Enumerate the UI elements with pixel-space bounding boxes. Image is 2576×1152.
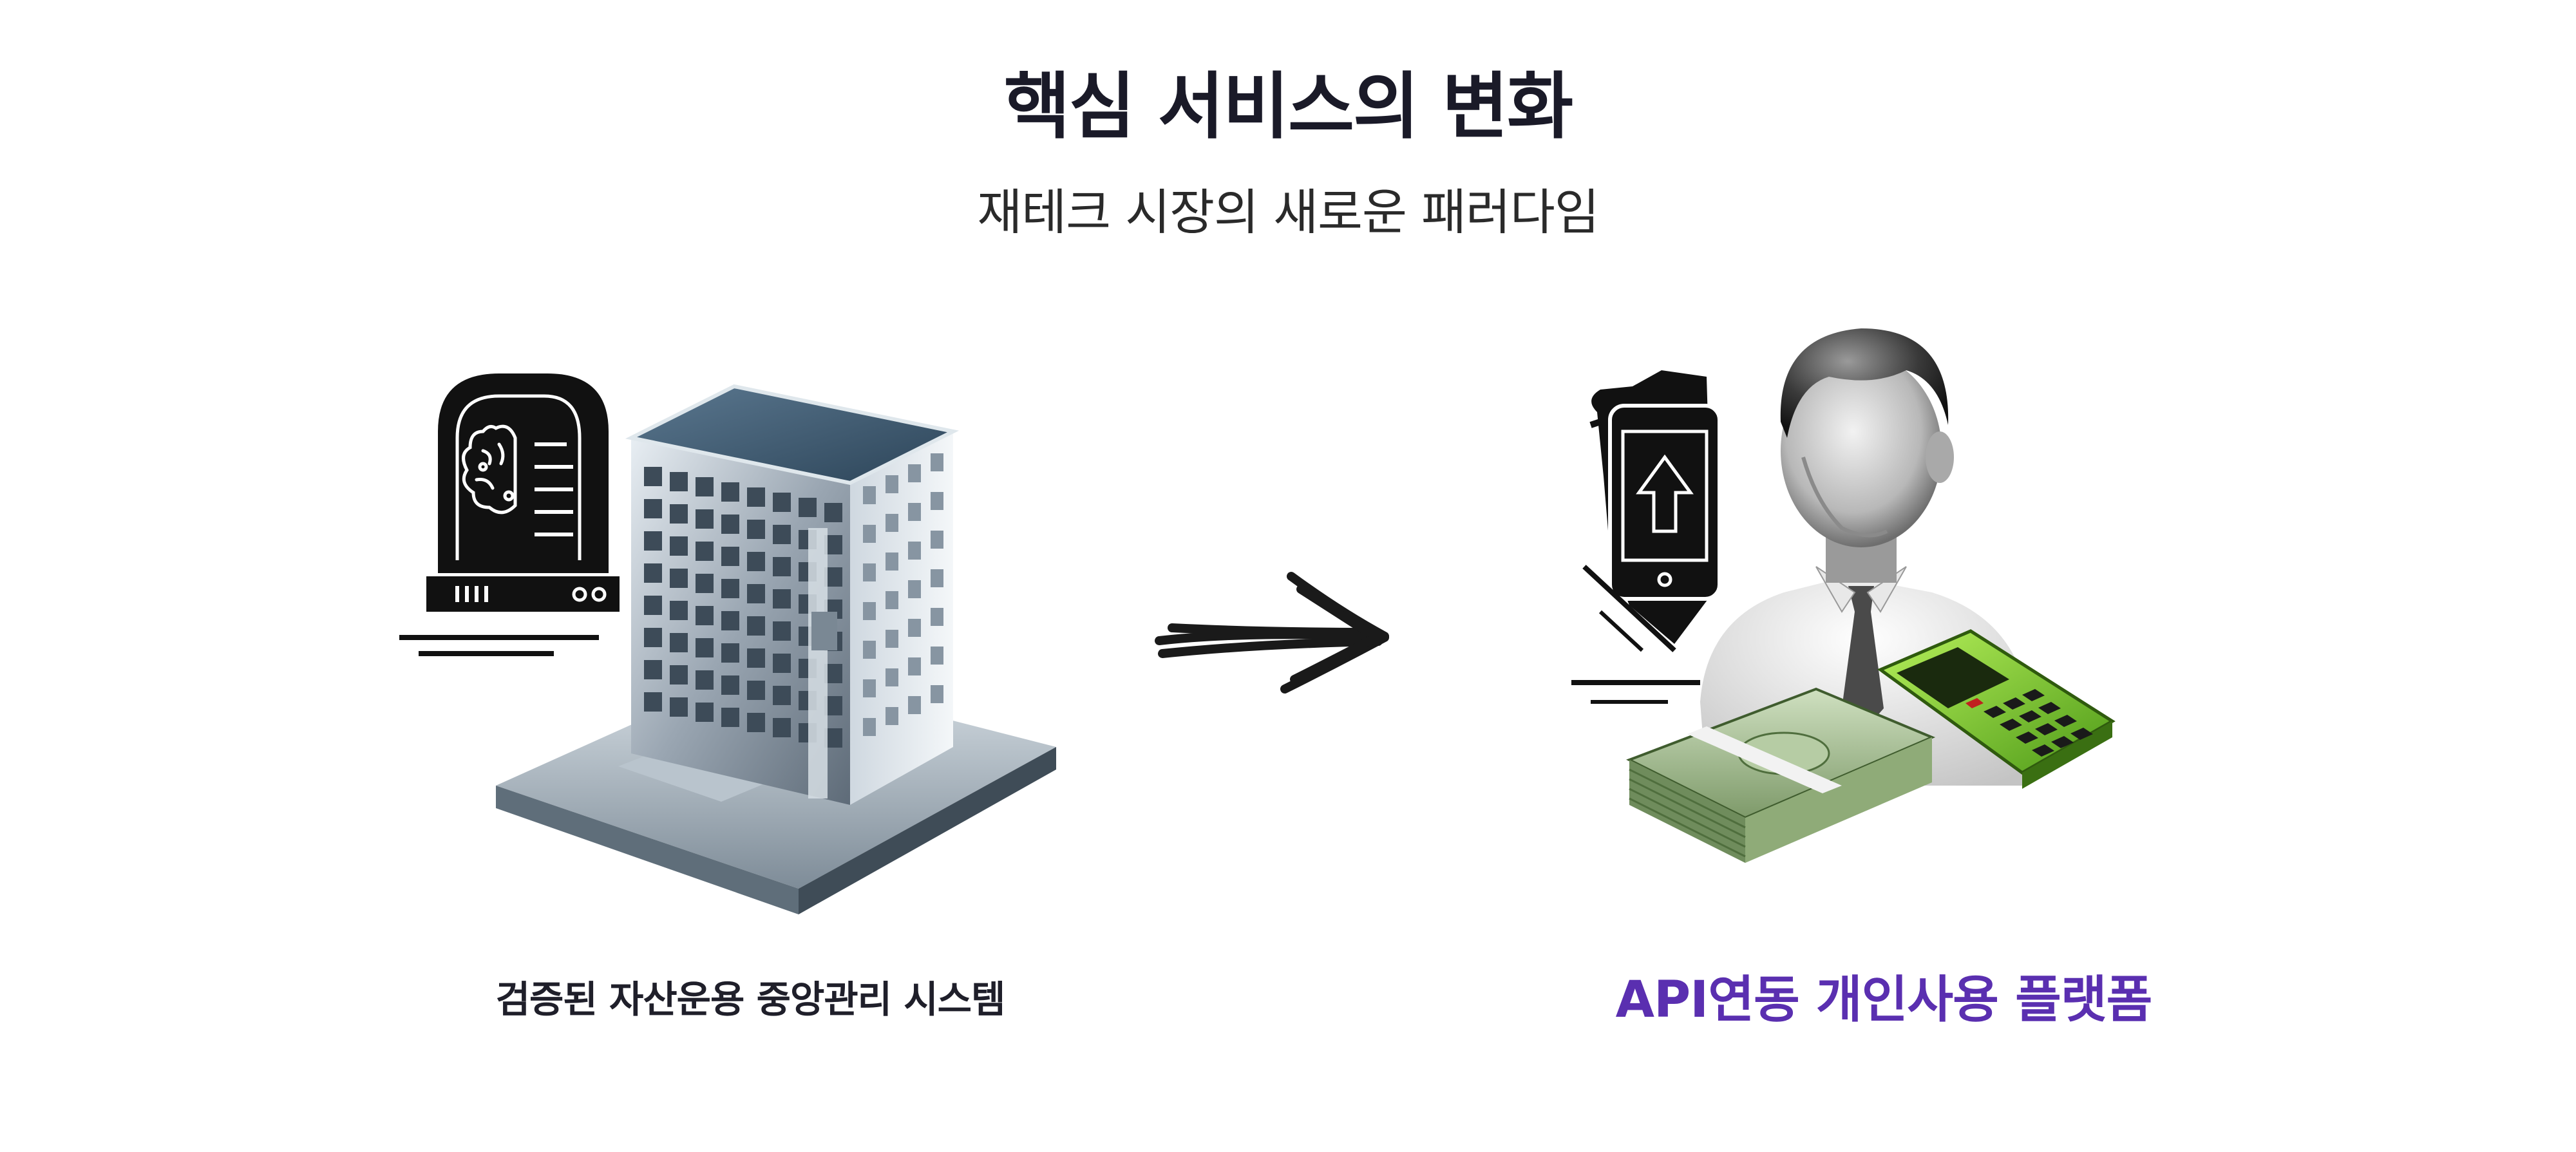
- hand-drawn-arrow-right-icon: [1146, 560, 1417, 708]
- personal-platform-illustration: [1571, 309, 2215, 927]
- left-caption: 검증된 자산운용 중앙관리 시스템: [444, 969, 1056, 1023]
- ai-brain-server-icon: [399, 373, 620, 654]
- central-system-illustration: [386, 335, 1108, 927]
- mobile-upload-hand-icon: [1571, 370, 1719, 702]
- right-caption: API연동 개인사용 플랫폼: [1546, 959, 2222, 1032]
- page-subtitle: 재테크 시장의 새로운 패러다임: [0, 173, 2576, 243]
- page-title: 핵심 서비스의 변화: [0, 48, 2576, 153]
